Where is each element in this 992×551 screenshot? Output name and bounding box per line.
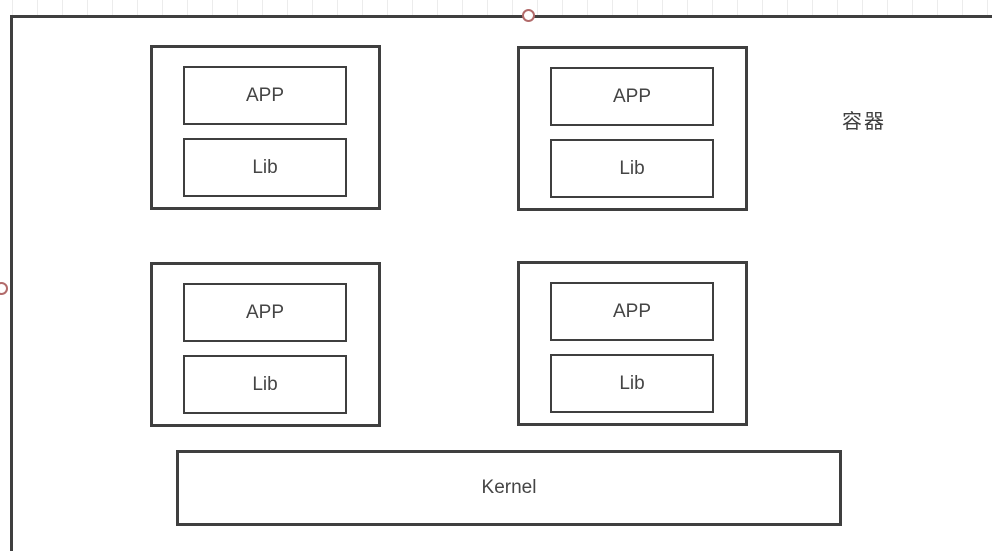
connection-point-handle-left[interactable] — [0, 282, 8, 295]
app-box[interactable]: APP — [550, 67, 714, 126]
app-label: APP — [245, 84, 285, 106]
app-box[interactable]: APP — [183, 66, 347, 125]
lib-box[interactable]: Lib — [550, 139, 714, 198]
lib-box[interactable]: Lib — [550, 354, 714, 413]
app-box[interactable]: APP — [550, 282, 714, 341]
app-label: APP — [612, 300, 652, 322]
kernel-box[interactable]: Kernel — [176, 450, 842, 526]
container-group-2[interactable]: APP Lib — [517, 46, 748, 211]
container-side-label[interactable]: 容器 — [842, 111, 886, 133]
lib-label: Lib — [619, 372, 645, 394]
container-group-4[interactable]: APP Lib — [517, 261, 748, 426]
lib-label: Lib — [252, 156, 278, 178]
lib-box[interactable]: Lib — [183, 355, 347, 414]
container-group-1[interactable]: APP Lib — [150, 45, 381, 210]
lib-label: Lib — [252, 373, 278, 395]
connection-point-handle-top[interactable] — [522, 9, 535, 22]
lib-label: Lib — [619, 157, 645, 179]
lib-box[interactable]: Lib — [183, 138, 347, 197]
app-label: APP — [612, 85, 652, 107]
kernel-label: Kernel — [481, 477, 537, 498]
container-group-3[interactable]: APP Lib — [150, 262, 381, 427]
app-box[interactable]: APP — [183, 283, 347, 342]
app-label: APP — [245, 301, 285, 323]
